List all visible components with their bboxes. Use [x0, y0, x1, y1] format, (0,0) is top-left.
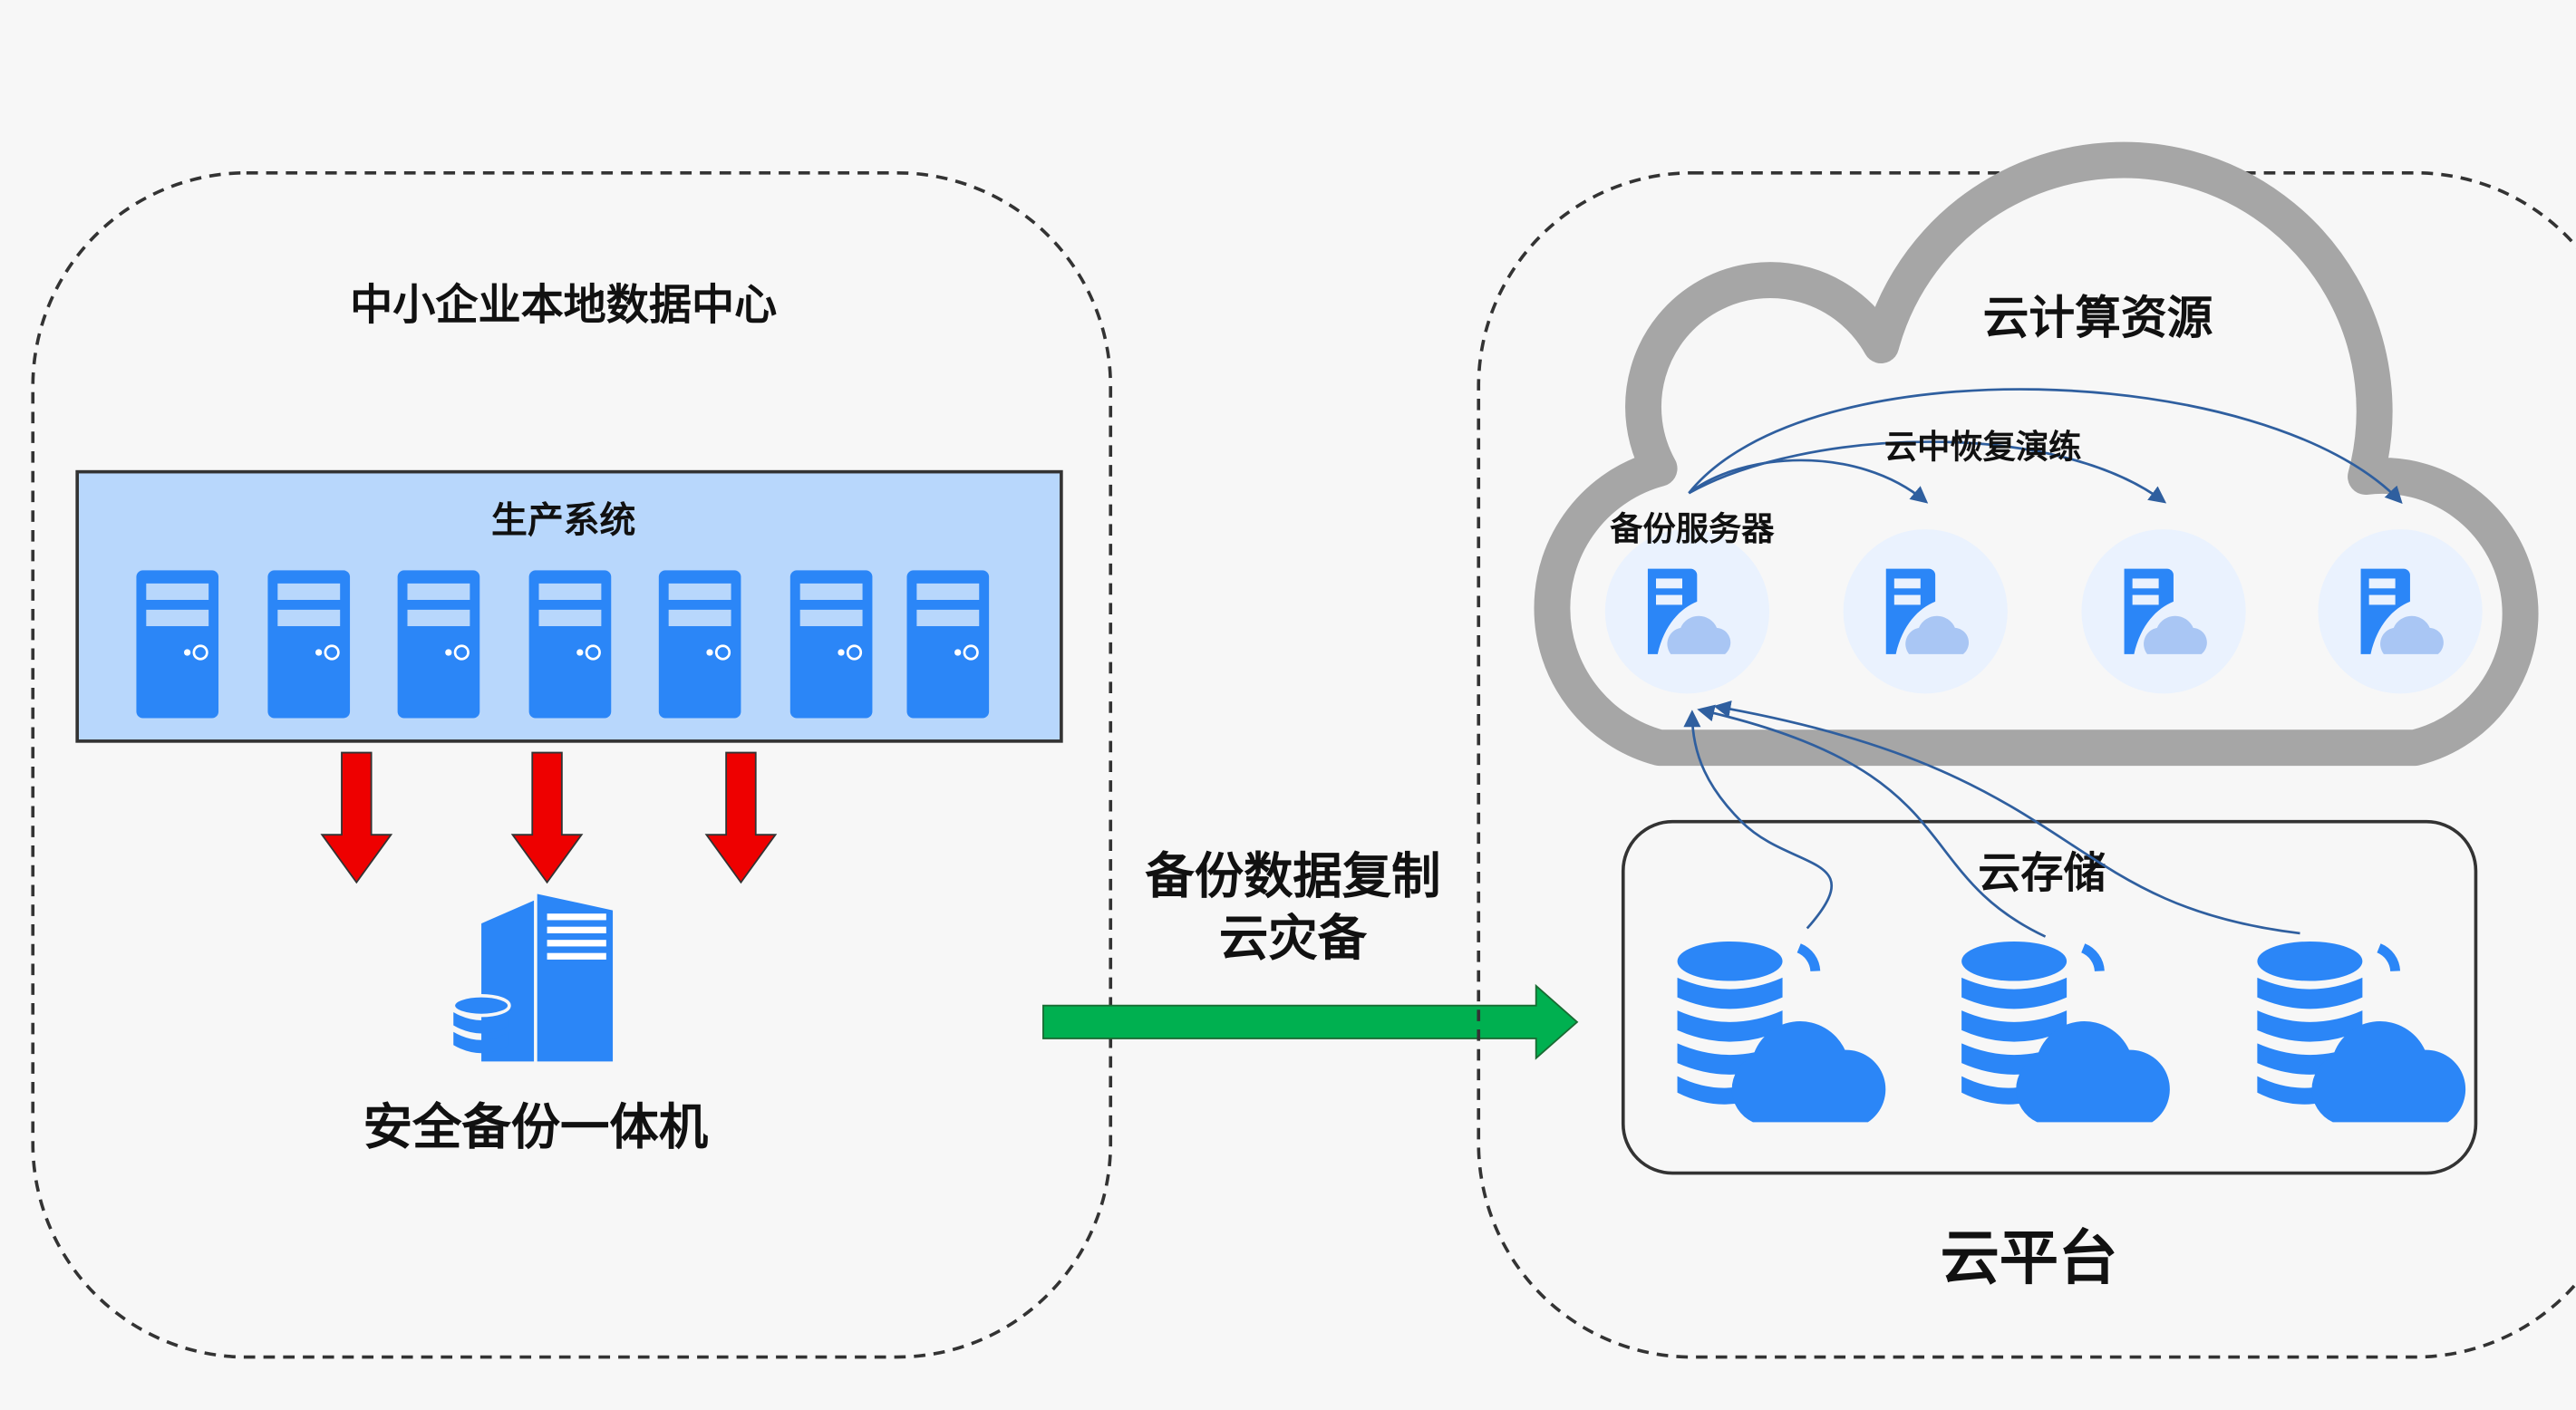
storage-to-server-arrows — [1683, 700, 2300, 938]
production-server-icon — [135, 569, 220, 719]
backup-server-label: 备份服务器 — [1610, 509, 1775, 548]
backup-appliance-icon — [451, 893, 614, 1062]
production-server-icon — [396, 569, 481, 719]
cloud-compute-label: 云计算资源 — [1983, 291, 2213, 344]
cloud-storage-icon — [1678, 942, 1886, 1122]
transfer-label-line2: 云灾备 — [1219, 910, 1368, 967]
production-server-icon — [266, 569, 352, 719]
local-datacenter-boundary — [31, 170, 1113, 1359]
production-system-label: 生产系统 — [491, 499, 635, 541]
cloud-storage-icon — [1961, 942, 2170, 1122]
recovery-server-icon — [1843, 529, 2008, 694]
cloud-storage-icon — [2257, 942, 2465, 1122]
recovery-drill-arrows — [1688, 388, 2403, 505]
recovery-server-icon — [2081, 529, 2246, 694]
recovery-server-icon — [2318, 529, 2483, 694]
recovery-drill-label: 云中恢复演练 — [1884, 427, 2082, 466]
backup-flow-arrow — [704, 751, 778, 884]
backup-server-icon — [1604, 529, 1770, 694]
production-server-icon — [528, 569, 613, 719]
cloud-storage-box — [1621, 819, 2478, 1175]
production-server-icon — [789, 569, 874, 719]
cloud-storage-label: 云存储 — [1978, 849, 2106, 899]
backup-flow-arrow — [510, 751, 584, 884]
cloud-compute-outline — [1534, 141, 2539, 767]
replication-arrow — [1042, 983, 1579, 1060]
local-datacenter-title: 中小企业本地数据中心 — [350, 280, 777, 330]
backup-appliance-label: 安全备份一体机 — [363, 1099, 709, 1156]
production-server-icon — [657, 569, 742, 719]
cloud-platform-title: 云平台 — [1941, 1224, 2118, 1293]
production-server-icon — [905, 569, 991, 719]
transfer-label-line1: 备份数据复制 — [1145, 847, 1440, 904]
backup-flow-arrow — [320, 751, 393, 884]
